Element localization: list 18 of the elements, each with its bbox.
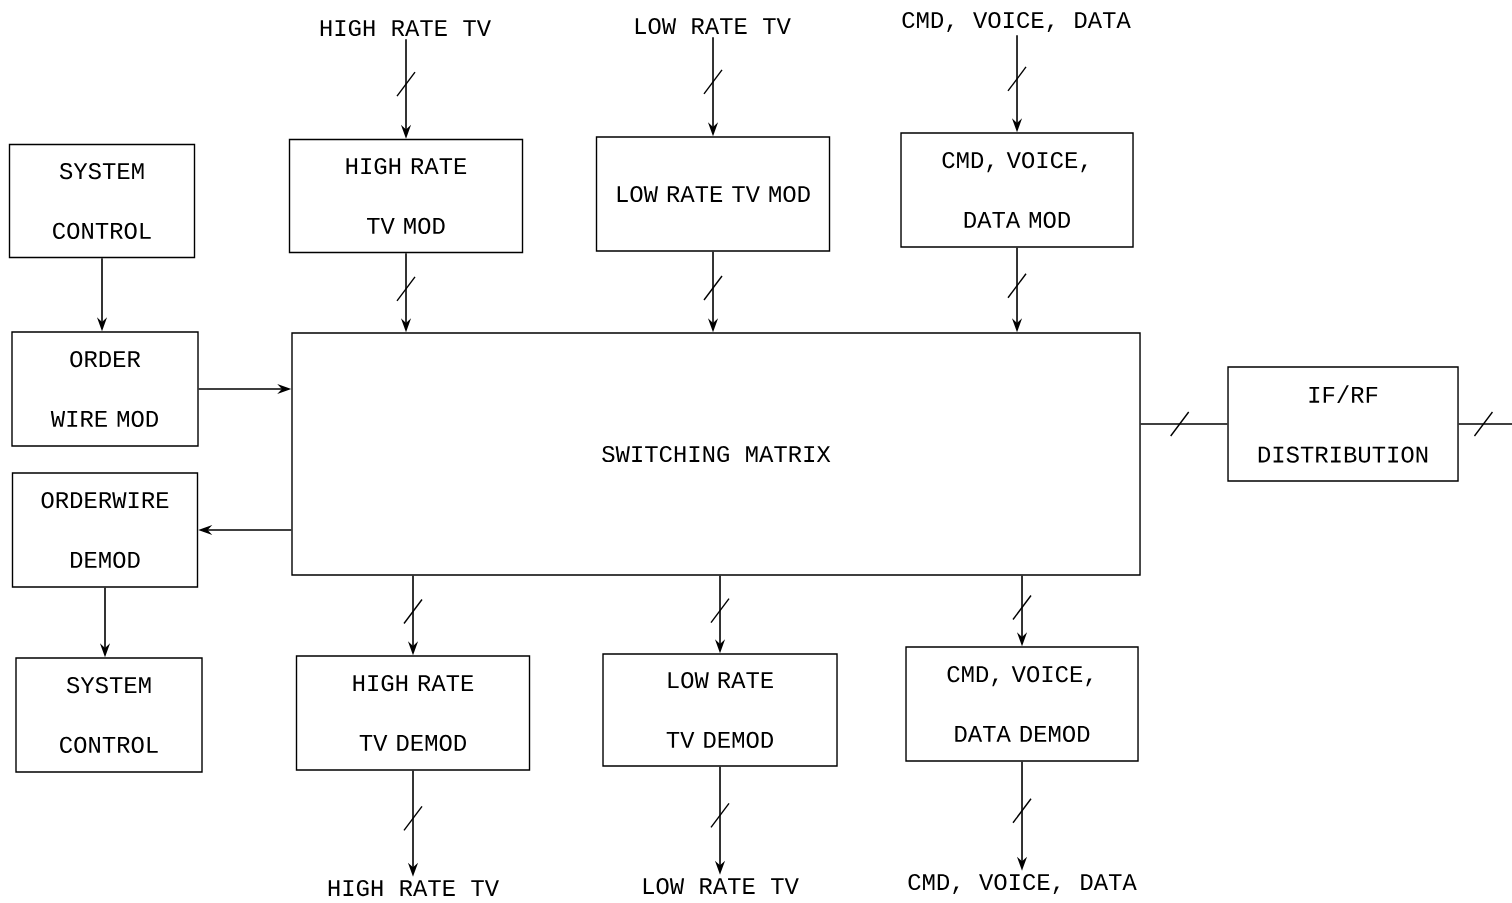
- block-box: HIGH RATE TV DEMOD: [295, 655, 531, 771]
- block-box: LOW RATE TV MOD: [595, 136, 831, 252]
- block-box: SYSTEM CONTROL: [8, 143, 196, 259]
- signal-label: HIGH RATE TV: [320, 19, 491, 37]
- signal-label: CMD, VOICE, DATA: [902, 11, 1131, 33]
- block-box: IF/RF DISTRIBUTION: [1227, 366, 1459, 482]
- signal-label: LOW RATE TV: [643, 877, 799, 895]
- block-box: CMD, VOICE, DATA MOD: [900, 132, 1134, 248]
- matrix-box: SWITCHING MATRIX: [291, 332, 1141, 576]
- signal-label: HIGH RATE TV: [328, 879, 499, 897]
- block-box: ORDER WIRE MOD: [11, 331, 199, 447]
- block-box: ORDERWIRE DEMOD: [11, 472, 199, 588]
- block-box: LOW RATE TV DEMOD: [602, 653, 838, 767]
- block-box: CMD, VOICE, DATA DEMOD: [905, 646, 1139, 762]
- block-box: SYSTEM CONTROL: [15, 657, 203, 773]
- signal-label: CMD, VOICE, DATA: [908, 873, 1137, 895]
- signal-label: LOW RATE TV: [635, 17, 791, 35]
- block-box: HIGH RATE TV MOD: [288, 138, 524, 254]
